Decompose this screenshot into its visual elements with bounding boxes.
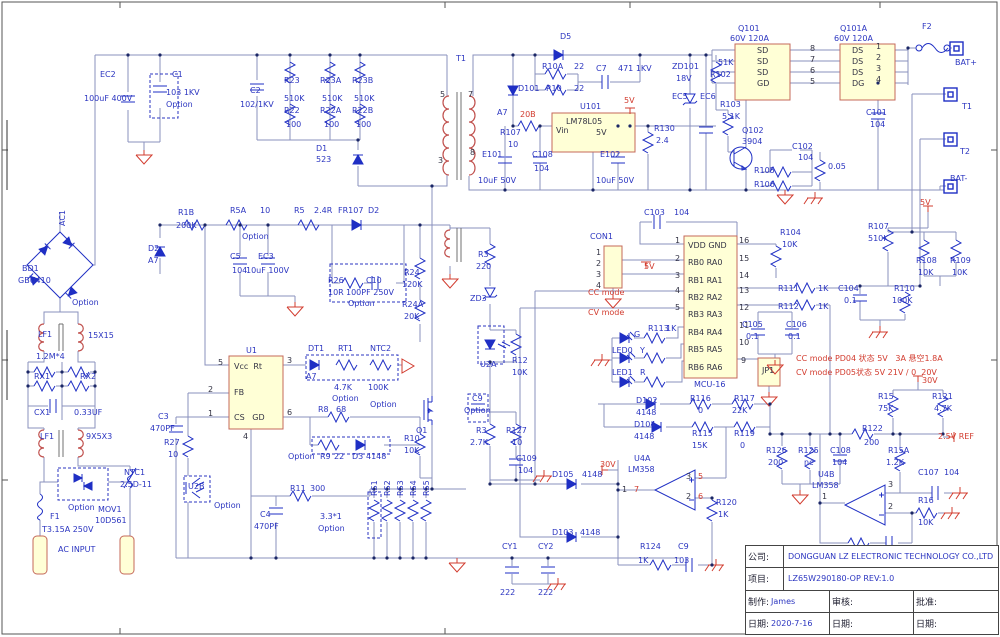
date2-label: 日期: bbox=[832, 619, 854, 630]
project-name: LZ65W290180-OP REV:1.0 bbox=[788, 574, 895, 584]
title-block-company-row: 公司: DONGGUAN LZ ELECTRONIC TECHNOLOGY CO… bbox=[746, 546, 998, 569]
project-label: 项目: bbox=[748, 575, 770, 586]
date1-label: 日期: bbox=[748, 619, 770, 630]
maker-name: James bbox=[771, 596, 796, 606]
approver-label: 批准: bbox=[916, 597, 938, 608]
ground-symbols bbox=[135, 107, 969, 591]
title-block-date-row: 日期:2020-7-16 日期: 日期: bbox=[746, 612, 998, 634]
title-block: 公司: DONGGUAN LZ ELECTRONIC TECHNOLOGY CO… bbox=[745, 545, 999, 635]
transformer-cores bbox=[58, 92, 462, 457]
components bbox=[26, 41, 964, 574]
date3-label: 日期: bbox=[916, 619, 938, 630]
ic-boxes bbox=[32, 43, 896, 575]
option-boxes bbox=[57, 73, 505, 539]
junction-dots bbox=[26, 46, 945, 567]
maker-label: 制作: bbox=[748, 597, 770, 608]
wires bbox=[27, 47, 958, 585]
checker-label: 审核: bbox=[832, 597, 854, 608]
date1-value: 2020-7-16 bbox=[771, 618, 813, 628]
title-block-maker-row: 制作:James 审核: 批准: bbox=[746, 590, 998, 613]
company-name: DONGGUAN LZ ELECTRONIC TECHNOLOGY CO.,LT… bbox=[788, 552, 994, 562]
title-block-project-row: 项目: LZ65W290180-OP REV:1.0 bbox=[746, 568, 998, 591]
company-label: 公司: bbox=[748, 553, 770, 564]
